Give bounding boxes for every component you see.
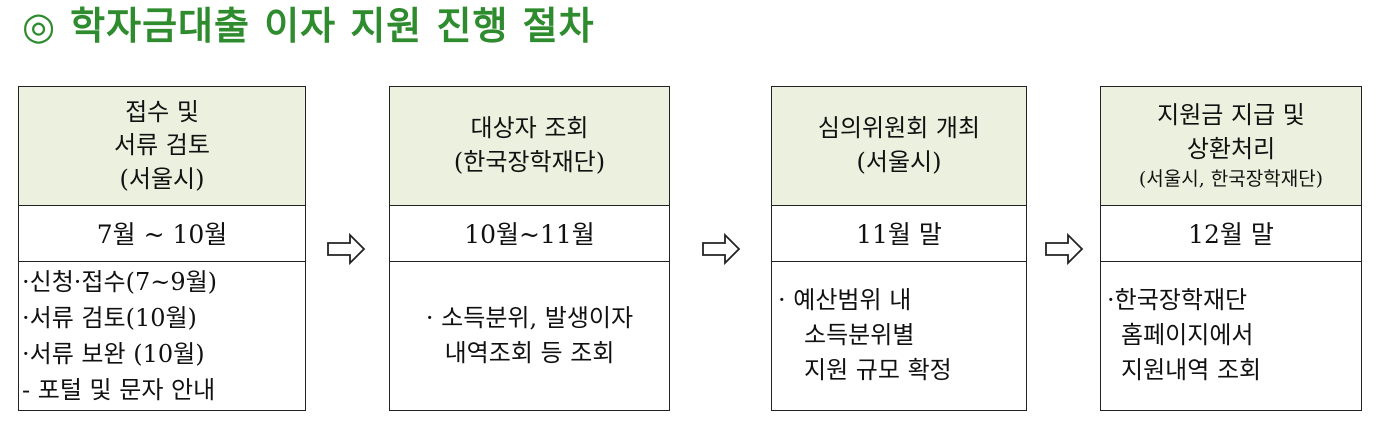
step-header-line: 심의위원회 개최 <box>817 114 981 143</box>
detail-line: 지원 규모 확정 <box>804 355 952 384</box>
step-header-line: 지원금 지급 및 <box>1157 101 1305 130</box>
step-details: ·신청·접수(7~9월) ·서류 검토(10월) ·서류 보완 (10월) - … <box>19 261 305 410</box>
detail-line: - 포털 및 문자 안내 <box>22 375 216 404</box>
step-committee-meeting: 심의위원회 개최 (서울시) 11월 말 · 예산범위 내 소득분위별 지원 규… <box>771 86 1027 411</box>
detail-line: ·한국장학재단 <box>1107 286 1248 315</box>
detail-line: · 소득분위, 발생이자 <box>425 303 634 332</box>
step-header: 접수 및 서류 검토 (서울시) <box>19 87 305 206</box>
step-header: 심의위원회 개최 (서울시) <box>772 87 1026 206</box>
step-details: ·한국장학재단 홈페이지에서 지원내역 조회 <box>1101 261 1361 410</box>
step-header-line: 상환처리 <box>1186 134 1276 163</box>
step-application: 접수 및 서류 검토 (서울시) 7월 ~ 10월 ·신청·접수(7~9월) ·… <box>18 86 306 411</box>
step-payment: 지원금 지급 및 상환처리 (서울시, 한국장학재단) 12월 말 ·한국장학재… <box>1100 86 1362 411</box>
right-arrow-icon <box>327 232 366 266</box>
right-arrow-icon <box>702 232 741 266</box>
detail-line: 내역조회 등 조회 <box>444 338 615 367</box>
detail-line: ·신청·접수(7~9월) <box>22 267 218 296</box>
step-period: 12월 말 <box>1101 205 1361 262</box>
step-period: 7월 ~ 10월 <box>19 205 305 262</box>
step-header: 지원금 지급 및 상환처리 (서울시, 한국장학재단) <box>1101 87 1361 206</box>
detail-line: ·서류 보완 (10월) <box>22 339 205 368</box>
detail-line: ·서류 검토(10월) <box>22 303 197 332</box>
detail-line: 홈페이지에서 <box>1121 321 1254 350</box>
step-header-line: 서류 검토 <box>114 131 210 160</box>
detail-line: 소득분위별 <box>804 321 915 350</box>
page-title: ◎ 학자금대출 이자 지원 진행 절차 <box>22 2 595 50</box>
step-period: 11월 말 <box>772 205 1026 262</box>
step-header-line: 접수 및 <box>125 97 199 126</box>
step-header-line: (서울시) <box>119 164 205 193</box>
step-header-line: (서울시, 한국장학재단) <box>1138 168 1324 191</box>
step-eligibility-check: 대상자 조회 (한국장학재단) 10월~11월 · 소득분위, 발생이자 내역조… <box>389 86 670 411</box>
title-mark: ◎ <box>22 4 57 48</box>
step-header-line: (서울시) <box>856 148 942 176</box>
right-arrow-icon <box>1045 232 1084 266</box>
step-details: · 예산범위 내 소득분위별 지원 규모 확정 <box>772 261 1026 410</box>
step-details: · 소득분위, 발생이자 내역조회 등 조회 <box>390 261 669 410</box>
step-header: 대상자 조회 (한국장학재단) <box>390 87 669 206</box>
step-period: 10월~11월 <box>390 205 669 262</box>
detail-line: 지원내역 조회 <box>1121 355 1262 384</box>
detail-line: · 예산범위 내 <box>778 286 912 315</box>
step-header-line: 대상자 조회 <box>470 114 589 143</box>
step-header-line: (한국장학재단) <box>453 148 606 176</box>
title-text: 학자금대출 이자 지원 진행 절차 <box>70 4 595 48</box>
